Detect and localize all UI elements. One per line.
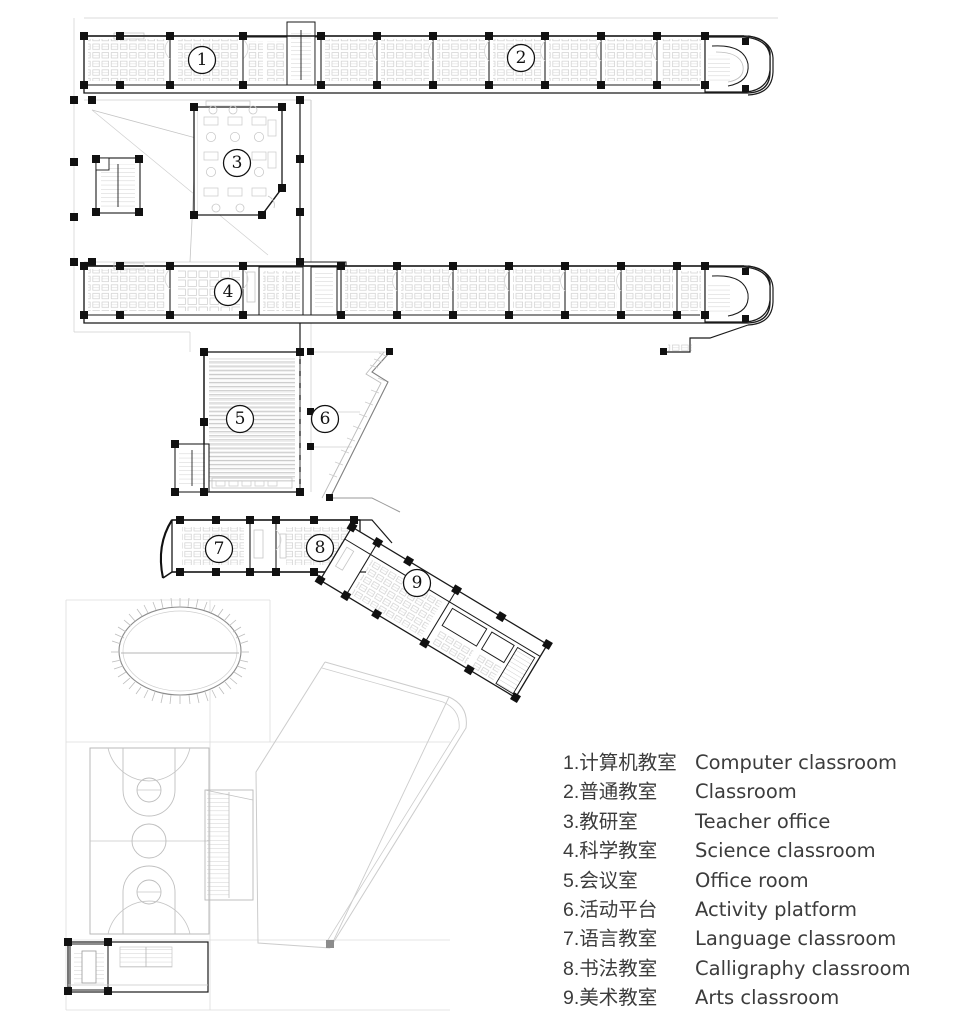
room-marker-6: 6 — [310, 404, 340, 434]
legend-label-en: Arts classroom — [695, 986, 840, 1010]
legend-label-en: Activity platform — [695, 897, 857, 921]
room-marker-5: 5 — [225, 404, 255, 434]
columns-upper-wing — [80, 32, 749, 92]
room-marker-9: 9 — [402, 568, 432, 598]
room-classrooms-lower — [340, 267, 706, 315]
legend-label-cn: 8.书法教室 — [563, 957, 658, 980]
legend-label-cn: 4.科学教室 — [563, 840, 658, 863]
room-classrooms-upper — [320, 37, 706, 85]
room-marker-label: 4 — [223, 282, 234, 302]
legend-label-cn: 5.会议室 — [563, 869, 638, 892]
columns-middle-block — [70, 96, 304, 320]
upper-classroom-wing — [83, 21, 774, 96]
room-marker-4: 4 — [213, 277, 243, 307]
legend-label-cn: 1.计算机教室 — [563, 752, 677, 774]
legend-label-cn: 9.美术教室 — [563, 987, 658, 1010]
legend-label-en: Computer classroom — [695, 751, 897, 774]
room-marker-8: 8 — [305, 533, 335, 563]
room-marker-2: 2 — [506, 43, 536, 73]
basketball-court — [89, 747, 210, 935]
stair-core-auditorium — [174, 443, 210, 493]
legend-item: 1.计算机教室 Computer classroom — [563, 748, 943, 777]
legend-label-en: Language classroom — [695, 927, 897, 951]
legend-item: 6.活动平台 Activity platform — [563, 895, 943, 924]
stair-core-west — [95, 157, 141, 214]
room-marker-label: 1 — [197, 50, 208, 70]
room-marker-3: 3 — [222, 148, 252, 178]
room-marker-label: 7 — [214, 539, 225, 559]
legend-label-cn: 3.教研室 — [563, 810, 638, 833]
legend-label-en: Calligraphy classroom — [695, 956, 911, 980]
legend-item: 5.会议室 Office room — [563, 866, 943, 895]
legend-item: 4.科学教室 Science classroom — [563, 836, 943, 865]
room-number-markers: 1 2 3 4 5 6 7 8 — [187, 43, 536, 598]
columns-auditorium — [171, 348, 393, 501]
room-marker-1: 1 — [187, 45, 217, 75]
legend-item: 9.美术教室 Arts classroom — [563, 983, 943, 1012]
room-marker-label: 5 — [235, 409, 246, 429]
arts-classroom-wing — [314, 521, 553, 704]
site-plan — [64, 597, 467, 1011]
south-service-building — [64, 938, 209, 995]
legend-label-en: Classroom — [695, 780, 797, 804]
legend-label-en: Teacher office — [695, 809, 831, 833]
legend-label-en: Science classroom — [695, 839, 876, 863]
legend-item: 2.普通教室 Classroom — [563, 777, 943, 806]
room-marker-label: 9 — [412, 573, 423, 593]
elliptical-garden — [111, 597, 249, 705]
service-core-lower — [258, 266, 338, 316]
room-marker-label: 2 — [516, 48, 527, 68]
second-classroom-wing — [83, 262, 774, 353]
room-marker-label: 3 — [232, 153, 243, 173]
columns-second-wing — [80, 262, 749, 355]
legend-label-cn: 7.语言教室 — [563, 928, 658, 951]
legend-item: 3.教研室 Teacher office — [563, 807, 943, 836]
legend-label-cn: 2.普通教室 — [563, 781, 658, 804]
canopy-roof — [204, 661, 467, 949]
east-end-stair-upper — [704, 35, 774, 96]
room-marker-label: 8 — [315, 538, 326, 558]
legend-item: 8.书法教室 Calligraphy classroom — [563, 954, 943, 983]
legend-item: 7.语言教室 Language classroom — [563, 924, 943, 953]
east-end-stair-lower — [664, 265, 774, 353]
legend: 1.计算机教室 Computer classroom 2.普通教室 Classr… — [563, 748, 943, 1013]
room-marker-label: 6 — [320, 409, 331, 429]
legend-label-cn: 6.活动平台 — [563, 898, 658, 921]
legend-label-en: Office room — [695, 868, 809, 892]
room-marker-7: 7 — [204, 534, 234, 564]
